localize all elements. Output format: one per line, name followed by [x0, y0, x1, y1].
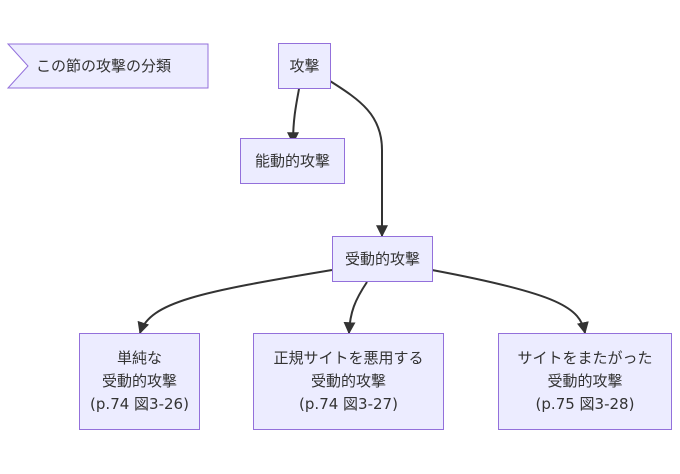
node-legit-site-abuse-line-1: 正規サイトを悪用する	[273, 349, 424, 367]
edge-attack-to-active	[287, 88, 300, 145]
node-active-attack-label: 能動的攻撃	[254, 151, 330, 170]
node-legit-site-abuse-line-3: (p.74 図3-27)	[299, 395, 398, 413]
node-cross-site-line-3: (p.75 図3-28)	[535, 395, 635, 413]
edge-passive-to-legit	[343, 281, 368, 335]
node-active-attack: 能動的攻撃	[240, 138, 345, 184]
edge-attack-to-passive	[329, 80, 388, 238]
node-cross-site-line-2: 受動的攻撃	[547, 372, 623, 390]
node-attack: 攻撃	[278, 43, 331, 89]
node-cross-site-line-1: サイトをまたがった	[517, 349, 653, 367]
node-simple-passive-line-1: 単純な	[116, 349, 162, 367]
node-simple-passive-attack: 単純な 受動的攻撃 (p.74 図3-26)	[79, 333, 200, 430]
node-passive-attack: 受動的攻撃	[332, 236, 433, 282]
section-flag-label: この節の攻撃の分類	[36, 57, 172, 75]
edge-passive-to-simple	[137, 269, 333, 335]
node-legit-site-abuse-line-2: 受動的攻撃	[310, 372, 386, 390]
node-attack-label: 攻撃	[289, 56, 320, 75]
section-flag-shape	[6, 43, 209, 89]
node-passive-attack-label: 受動的攻撃	[344, 249, 420, 268]
node-legit-site-abuse-attack: 正規サイトを悪用する 受動的攻撃 (p.74 図3-27)	[253, 333, 444, 430]
node-simple-passive-line-2: 受動的攻撃	[101, 372, 177, 390]
node-simple-passive-line-3: (p.74 図3-26)	[90, 395, 189, 413]
edge-passive-to-cross	[431, 269, 589, 335]
node-cross-site-passive-attack: サイトをまたがった 受動的攻撃 (p.75 図3-28)	[498, 333, 672, 430]
